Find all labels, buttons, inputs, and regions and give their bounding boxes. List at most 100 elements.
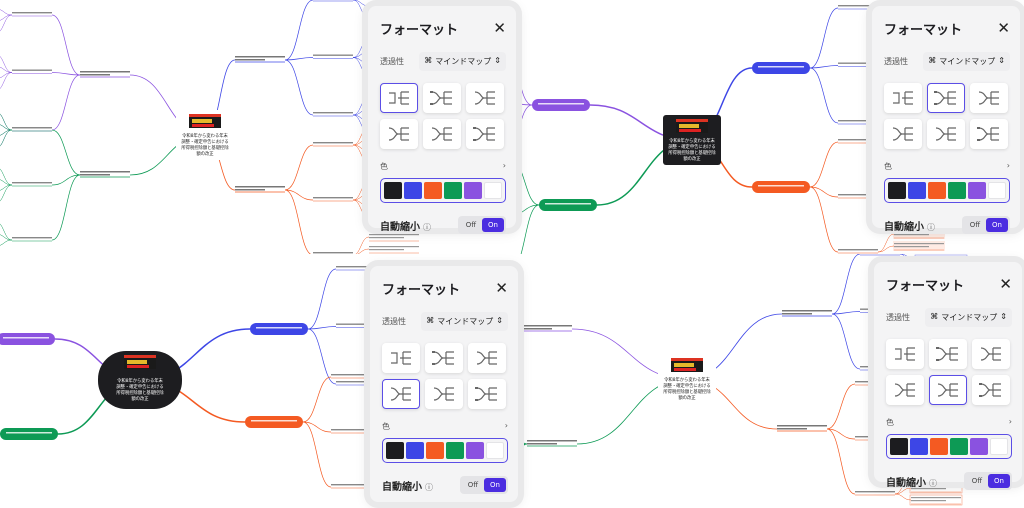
branch-node-blue[interactable] xyxy=(250,323,308,335)
close-icon[interactable]: ✕ xyxy=(997,18,1010,37)
toggle-on[interactable]: On xyxy=(484,477,506,492)
color-swatch-6[interactable] xyxy=(990,438,1008,455)
layout-option-2[interactable] xyxy=(929,339,967,369)
layout-option-6[interactable] xyxy=(972,375,1010,405)
layout-option-3[interactable] xyxy=(468,343,506,373)
layout-option-5[interactable] xyxy=(423,119,461,149)
branch-node-green[interactable] xyxy=(80,171,130,178)
toggle-off[interactable]: Off xyxy=(969,220,981,229)
central-topic-node[interactable]: 令和8年から変わる年末調整・確定申告における所得税控除額と基礎控除額の改正 xyxy=(98,351,182,409)
leaf-node[interactable] xyxy=(369,234,419,242)
leaf-node[interactable] xyxy=(893,229,945,239)
branch-node-orange[interactable] xyxy=(245,416,303,428)
color-swatch-4[interactable] xyxy=(444,182,462,199)
toggle-on[interactable]: On xyxy=(986,217,1008,232)
subtopic-node[interactable] xyxy=(331,374,371,379)
color-swatch-6[interactable] xyxy=(486,442,504,459)
toggle-on[interactable]: On xyxy=(482,217,504,232)
leaf-node[interactable] xyxy=(909,482,963,494)
central-topic-node[interactable]: 令和8年から変わる年末調整・確定申告における所得税控除額と基礎控除額の改正 xyxy=(663,115,721,165)
color-swatch-5[interactable] xyxy=(968,182,986,199)
info-icon[interactable]: ⓘ xyxy=(929,479,937,488)
layout-option-2[interactable] xyxy=(927,83,965,113)
auto-shrink-toggle[interactable]: Off On xyxy=(457,215,506,234)
toggle-off[interactable]: Off xyxy=(465,220,477,229)
branch-node-blue[interactable] xyxy=(752,62,810,74)
info-icon[interactable]: ⓘ xyxy=(425,483,433,492)
chevron-right-icon[interactable]: › xyxy=(1008,417,1012,426)
layout-option-6[interactable] xyxy=(468,379,506,409)
leaf-node[interactable] xyxy=(893,241,945,251)
subtopic-node[interactable] xyxy=(313,142,353,147)
layout-option-4[interactable] xyxy=(382,379,420,409)
layout-option-1[interactable] xyxy=(382,343,420,373)
color-swatch-3[interactable] xyxy=(426,442,444,459)
layout-option-3[interactable] xyxy=(970,83,1008,113)
layout-type-select[interactable]: ⌘ マインドマップ ⇕ xyxy=(421,312,508,331)
close-icon[interactable]: ✕ xyxy=(999,274,1012,293)
layout-option-1[interactable] xyxy=(886,339,924,369)
color-swatch-4[interactable] xyxy=(948,182,966,199)
color-swatch-6[interactable] xyxy=(484,182,502,199)
subtopic-node[interactable] xyxy=(838,5,878,10)
central-topic-node[interactable]: 令和8年から変わる年末調整・確定申告における所得税控除額と基礎控除額の改正 xyxy=(658,354,716,404)
subtopic-node[interactable] xyxy=(336,266,376,271)
subtopic-node[interactable] xyxy=(838,249,878,254)
subtopic-node[interactable] xyxy=(12,69,52,74)
color-swatch-3[interactable] xyxy=(928,182,946,199)
color-swatch-1[interactable] xyxy=(890,438,908,455)
subtopic-node[interactable] xyxy=(313,112,353,117)
subtopic-node[interactable] xyxy=(838,194,878,199)
central-topic-node[interactable]: 令和8年から変わる年末調整・確定申告における所得税控除額と基礎控除額の改正 xyxy=(176,110,234,160)
layout-option-4[interactable] xyxy=(886,375,924,405)
layout-option-6[interactable] xyxy=(466,119,504,149)
branch-node-purple[interactable] xyxy=(80,71,130,78)
branch-node-blue[interactable] xyxy=(782,310,832,317)
subtopic-node[interactable] xyxy=(838,62,878,67)
subtopic-node[interactable] xyxy=(12,237,52,242)
toggle-off[interactable]: Off xyxy=(971,476,983,485)
auto-shrink-toggle[interactable]: Off On xyxy=(963,471,1012,490)
layout-option-5[interactable] xyxy=(929,375,967,405)
info-icon[interactable]: ⓘ xyxy=(423,223,431,232)
color-swatch-2[interactable] xyxy=(908,182,926,199)
toggle-off[interactable]: Off xyxy=(467,480,479,489)
color-swatch-5[interactable] xyxy=(466,442,484,459)
color-swatch-1[interactable] xyxy=(386,442,404,459)
color-swatch-1[interactable] xyxy=(384,182,402,199)
branch-node-green[interactable] xyxy=(0,428,58,440)
color-swatch-3[interactable] xyxy=(930,438,948,455)
color-swatch-4[interactable] xyxy=(446,442,464,459)
color-swatch-2[interactable] xyxy=(406,442,424,459)
info-icon[interactable]: ⓘ xyxy=(927,223,935,232)
layout-option-5[interactable] xyxy=(425,379,463,409)
color-swatch-6[interactable] xyxy=(988,182,1006,199)
chevron-right-icon[interactable]: › xyxy=(1006,161,1010,170)
layout-option-3[interactable] xyxy=(466,83,504,113)
layout-option-2[interactable] xyxy=(425,343,463,373)
layout-option-5[interactable] xyxy=(927,119,965,149)
subtopic-node[interactable] xyxy=(12,12,52,17)
branch-node-purple[interactable] xyxy=(532,99,590,111)
auto-shrink-toggle[interactable]: Off On xyxy=(961,215,1010,234)
layout-option-3[interactable] xyxy=(972,339,1010,369)
layout-option-1[interactable] xyxy=(380,83,418,113)
chevron-right-icon[interactable]: › xyxy=(504,421,508,430)
layout-option-1[interactable] xyxy=(884,83,922,113)
layout-option-2[interactable] xyxy=(423,83,461,113)
branch-node-purple[interactable] xyxy=(0,333,55,345)
subtopic-node[interactable] xyxy=(838,139,878,144)
color-swatch-3[interactable] xyxy=(424,182,442,199)
subtopic-node[interactable] xyxy=(313,252,353,254)
subtopic-node[interactable] xyxy=(313,197,353,202)
toggle-on[interactable]: On xyxy=(988,473,1010,488)
layout-type-select[interactable]: ⌘ マインドマップ ⇕ xyxy=(419,52,506,71)
branch-node-orange[interactable] xyxy=(777,425,827,432)
close-icon[interactable]: ✕ xyxy=(495,278,508,297)
layout-option-4[interactable] xyxy=(884,119,922,149)
branch-node-green[interactable] xyxy=(539,199,597,211)
subtopic-node[interactable] xyxy=(860,254,900,256)
layout-type-select[interactable]: ⌘ マインドマップ ⇕ xyxy=(925,308,1012,327)
branch-node-green[interactable] xyxy=(527,440,577,447)
branch-node-blue[interactable] xyxy=(235,56,285,63)
